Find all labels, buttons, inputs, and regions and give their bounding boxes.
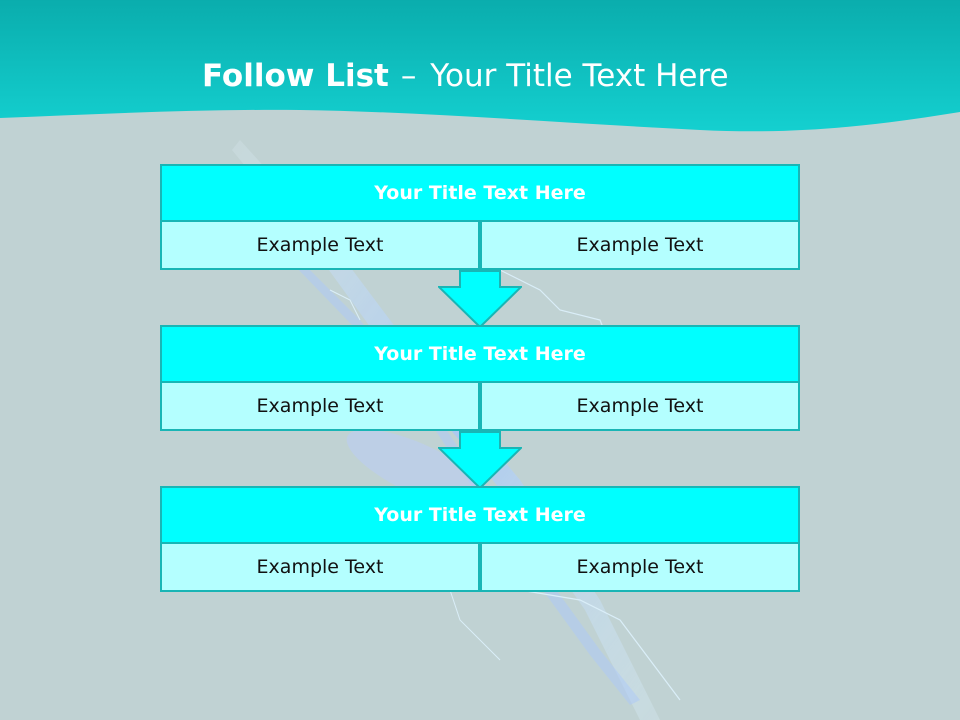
- step-block-1: Your Title Text Here Example Text Exampl…: [160, 164, 800, 270]
- arrow-down-icon: [438, 270, 522, 328]
- slide-title: Follow List– Your Title Text Here: [202, 56, 729, 96]
- step-cell-left: Example Text: [160, 381, 480, 431]
- step-cell-left: Example Text: [160, 542, 480, 592]
- step-block-3: Your Title Text Here Example Text Exampl…: [160, 486, 800, 592]
- step-title: Your Title Text Here: [160, 486, 800, 544]
- step-cell-left: Example Text: [160, 220, 480, 270]
- step-cell-right: Example Text: [480, 220, 800, 270]
- title-rest: Your Title Text Here: [430, 58, 729, 94]
- title-separator: –: [400, 58, 417, 94]
- arrow-down-icon: [438, 431, 522, 489]
- step-cell-right: Example Text: [480, 542, 800, 592]
- step-block-2: Your Title Text Here Example Text Exampl…: [160, 325, 800, 431]
- title-bold: Follow List: [202, 58, 389, 94]
- step-cell-right: Example Text: [480, 381, 800, 431]
- step-title: Your Title Text Here: [160, 164, 800, 222]
- header-band: [0, 0, 960, 132]
- step-title: Your Title Text Here: [160, 325, 800, 383]
